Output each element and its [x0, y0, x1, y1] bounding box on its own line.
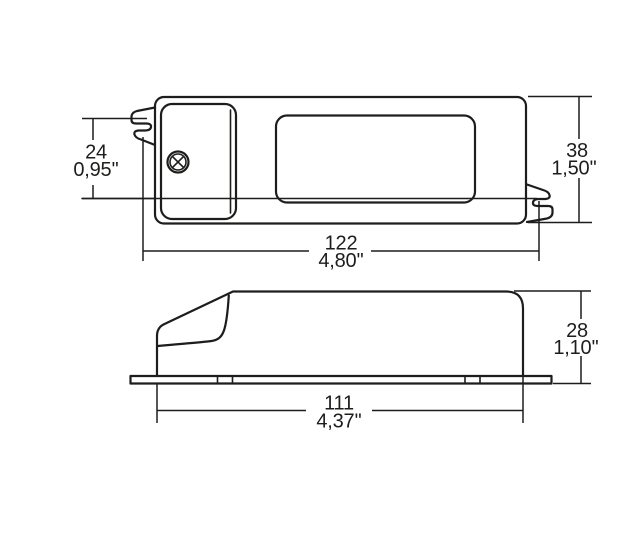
enclosure-body-outline: [153, 95, 528, 225]
dimension-body-width: 38 1,50'': [528, 95, 597, 224]
dimension-value-mm: 38: [566, 140, 588, 162]
dimension-clip-height: 24 0,95'': [73, 117, 156, 200]
label-area: [274, 114, 477, 204]
dimension-value-mm: 28: [566, 320, 588, 342]
dimension-value-inch: 0,95'': [73, 159, 118, 181]
dimension-base-length: 111 4,37'': [156, 377, 524, 433]
dimension-value-inch: 4,37'': [316, 411, 361, 433]
screw-head-icon: [166, 150, 190, 174]
dimension-overall-length: 122 4,80'': [142, 137, 540, 272]
dimension-value-inch: 4,80'': [318, 250, 363, 272]
terminal-cover: [159, 102, 238, 221]
front-wedge-seam: [156, 294, 230, 348]
dimension-value-mm: 24: [85, 142, 107, 164]
mounting-clip-right-icon: [525, 183, 554, 224]
dimension-value-inch: 1,50'': [551, 158, 596, 180]
dimension-value-mm: 111: [324, 393, 354, 415]
mounting-clip-left-icon: [130, 106, 157, 147]
base-plate: [129, 374, 553, 385]
dimension-value-mm: 122: [325, 233, 358, 255]
cover-profile: [155, 290, 525, 377]
top-view: [81, 95, 554, 225]
side-view: [129, 290, 553, 385]
dimension-value-inch: 1,10'': [553, 337, 598, 359]
dimension-body-height: 28 1,10'': [514, 290, 599, 385]
